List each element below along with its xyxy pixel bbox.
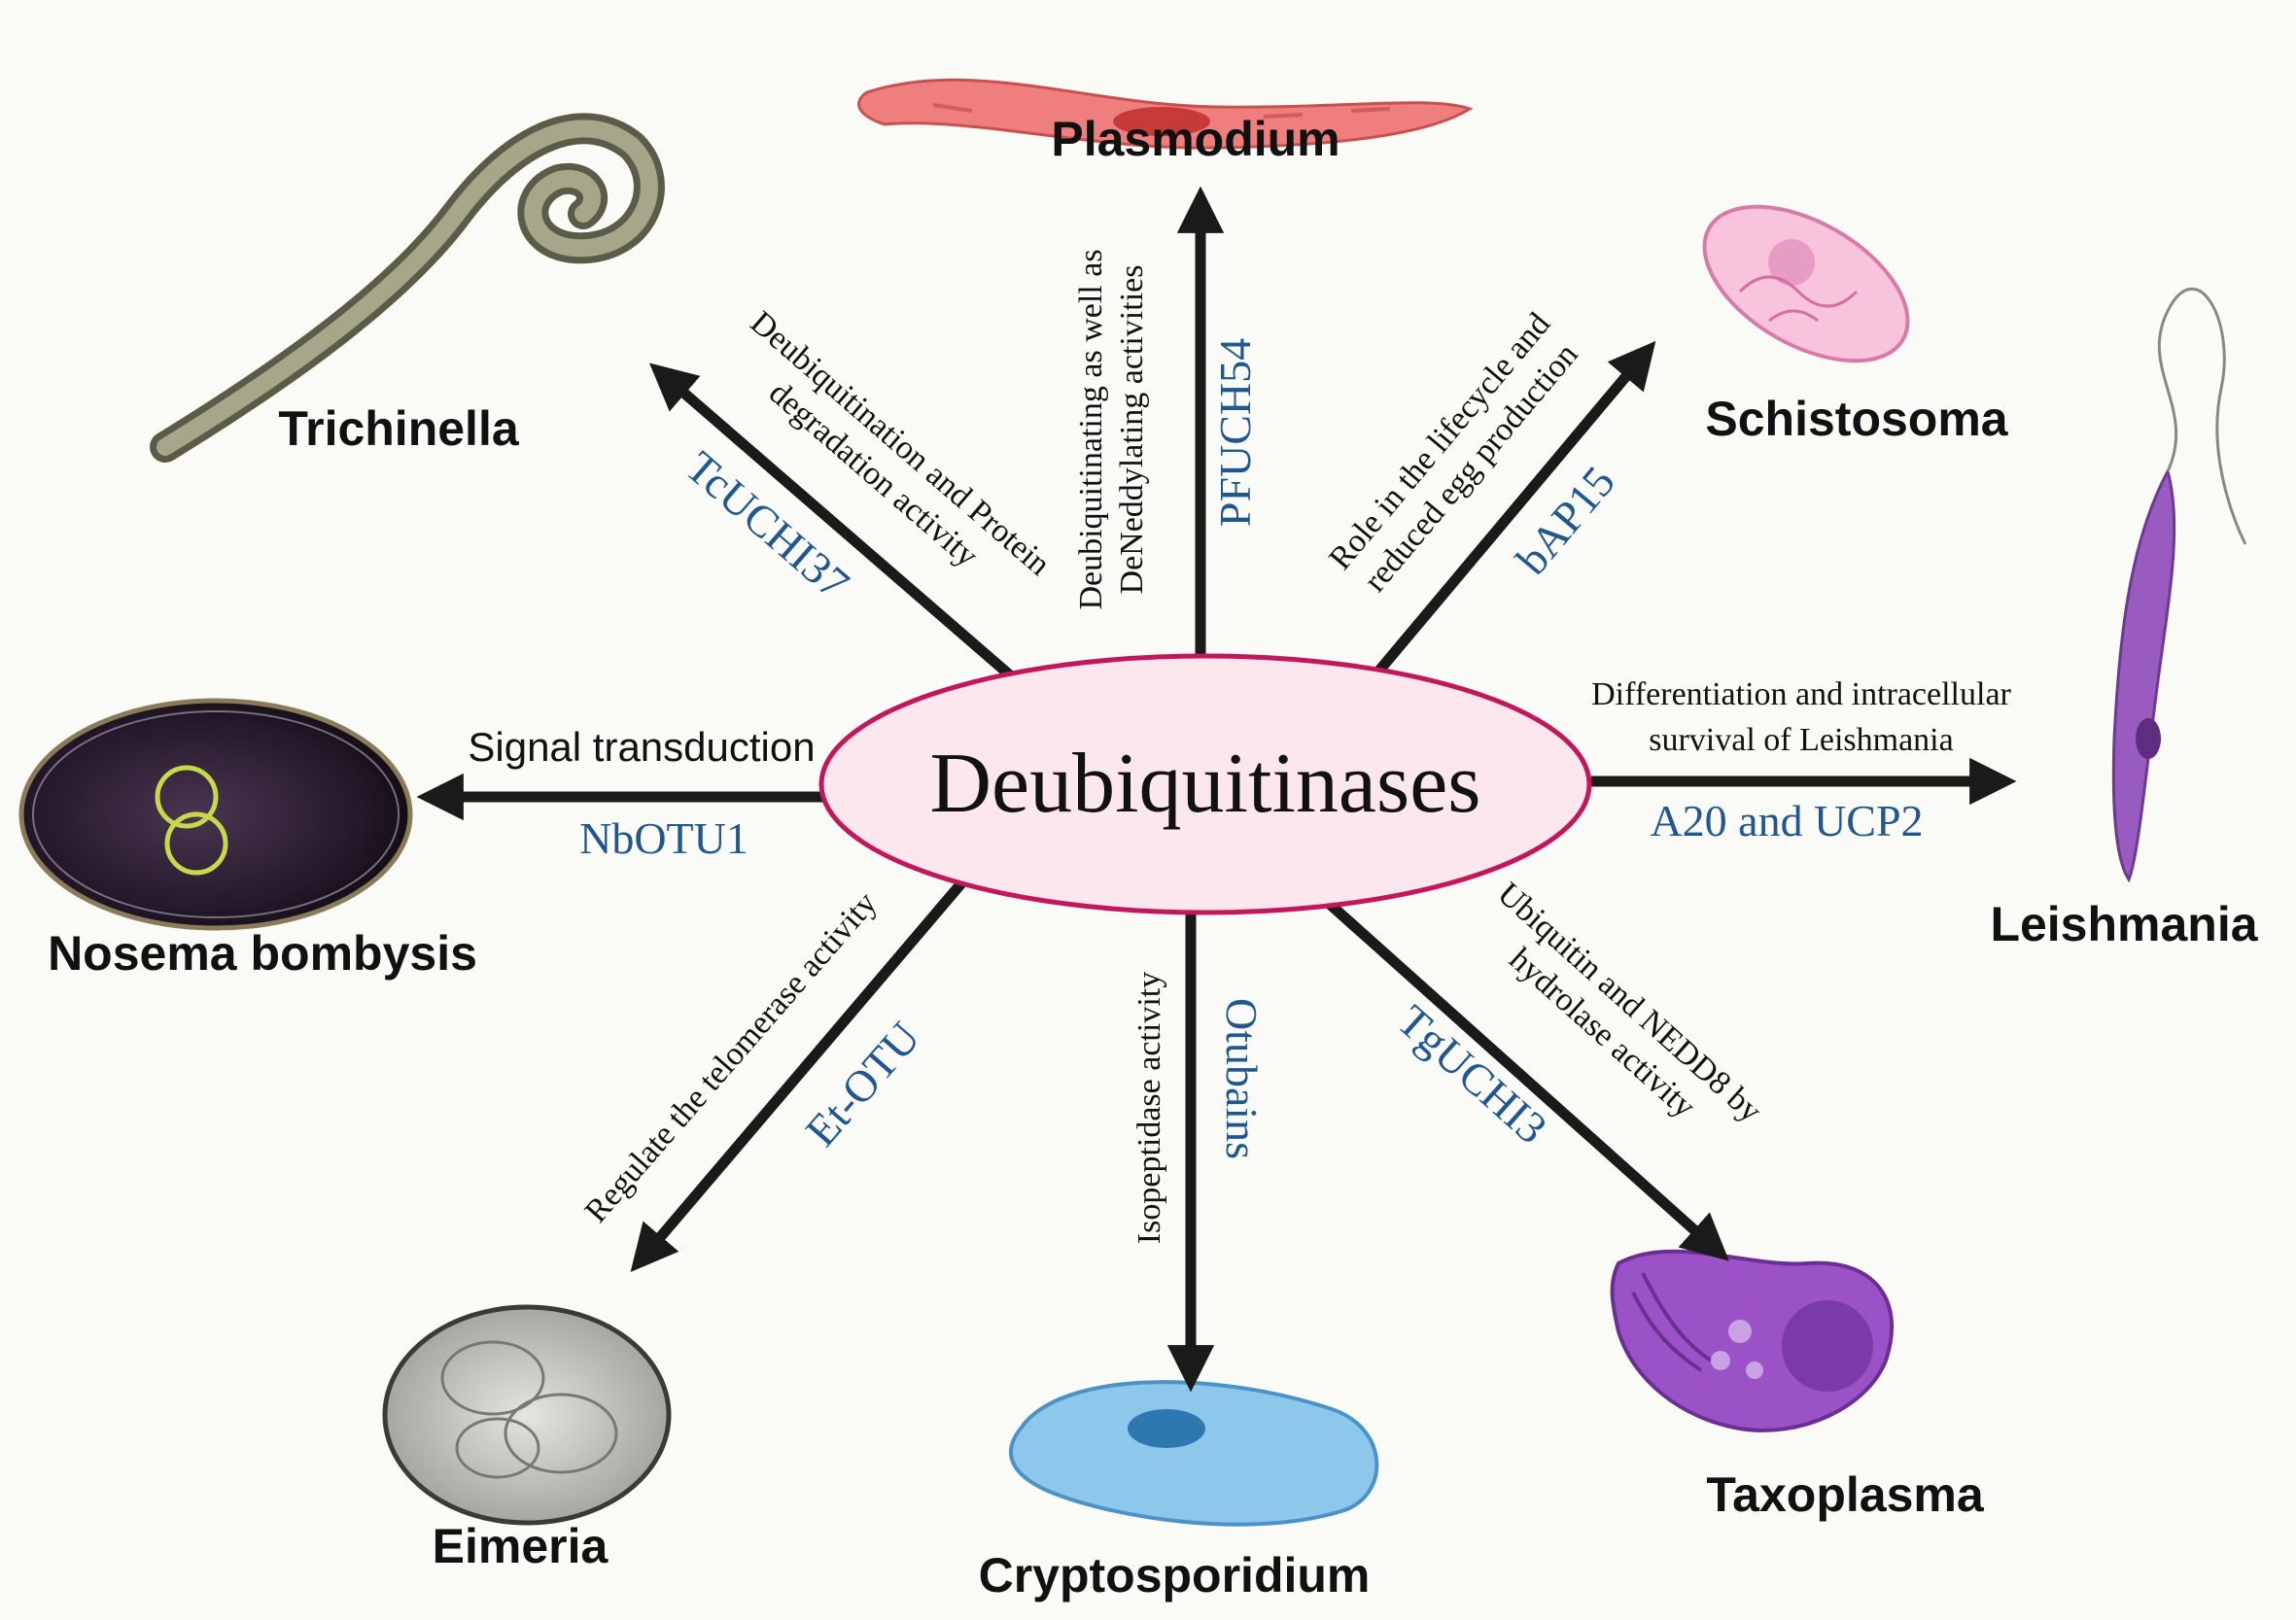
function-plasmodium-line1: Deubiquitinating as well as: [1073, 249, 1109, 609]
label-eimeria: Eimeria: [433, 1519, 609, 1573]
enzyme-taxoplasma: TgUCHI3: [1388, 995, 1556, 1153]
enzyme-group-cryptosporidium: Otubains: [1217, 998, 1267, 1159]
function-group-plasmodium: Deubiquitinating as well as DeNeddylatin…: [1073, 249, 1150, 609]
plasmodium-illustration: [857, 78, 1474, 150]
function-leishmania-line1: Differentiation and intracellular: [1591, 676, 2011, 712]
arrow-eimeria: [630, 873, 972, 1273]
arrow-taxoplasma: [1320, 894, 1729, 1261]
enzyme-schistosoma: bAP15: [1507, 457, 1624, 584]
enzyme-plasmodium: PFUCH54: [1210, 338, 1260, 527]
function-eimeria: Regulate the telomerase activity: [578, 885, 885, 1229]
function-nosema: Signal transduction: [468, 724, 815, 770]
enzyme-nosema: NbOTU1: [579, 813, 748, 863]
center-ellipse: [818, 653, 1592, 915]
arrows: [416, 186, 2017, 1393]
enzyme-group-schistosoma: bAP15: [1507, 457, 1624, 584]
enzyme-group-eimeria: Et-OTU: [796, 1013, 929, 1155]
enzyme-leishmania: A20 and UCP2: [1650, 796, 1923, 845]
enzyme-group-taxoplasma: TgUCHI3: [1388, 995, 1556, 1153]
function-group-cryptosporidium: Isopeptidase activity: [1131, 972, 1167, 1244]
function-group-eimeria: Regulate the telomerase activity: [578, 885, 885, 1229]
center-label: Deubiquitinases: [929, 737, 1480, 831]
eimeria-illustration: [382, 1304, 672, 1526]
arrow-trichinella: [649, 362, 1020, 685]
taxoplasma-illustration: [1610, 1249, 1895, 1432]
enzyme-eimeria: Et-OTU: [796, 1013, 929, 1155]
label-nosema: Nosema bombysis: [48, 926, 477, 981]
label-leishmania: Leishmania: [1990, 897, 2258, 951]
label-taxoplasma: Taxoplasma: [1706, 1467, 1984, 1522]
label-trichinella: Trichinella: [278, 401, 520, 456]
nosema-illustration: [18, 698, 413, 931]
leishmania-illustration: [2111, 287, 2247, 883]
cryptosporidium-illustration: [1009, 1380, 1379, 1527]
label-cryptosporidium: Cryptosporidium: [979, 1548, 1371, 1603]
function-leishmania-line2: survival of Leishmania: [1649, 722, 1953, 758]
schistosoma-illustration: [1702, 204, 1910, 363]
enzyme-cryptosporidium: Otubains: [1217, 998, 1267, 1159]
label-plasmodium: Plasmodium: [1051, 112, 1339, 166]
label-schistosoma: Schistosoma: [1705, 392, 2008, 446]
function-cryptosporidium: Isopeptidase activity: [1131, 972, 1167, 1244]
enzyme-group-plasmodium: PFUCH54: [1210, 338, 1260, 527]
function-plasmodium-line2: DeNeddylating activities: [1114, 265, 1150, 595]
arrow-schistosoma: [1369, 340, 1656, 681]
trichinella-illustration: [150, 113, 665, 463]
